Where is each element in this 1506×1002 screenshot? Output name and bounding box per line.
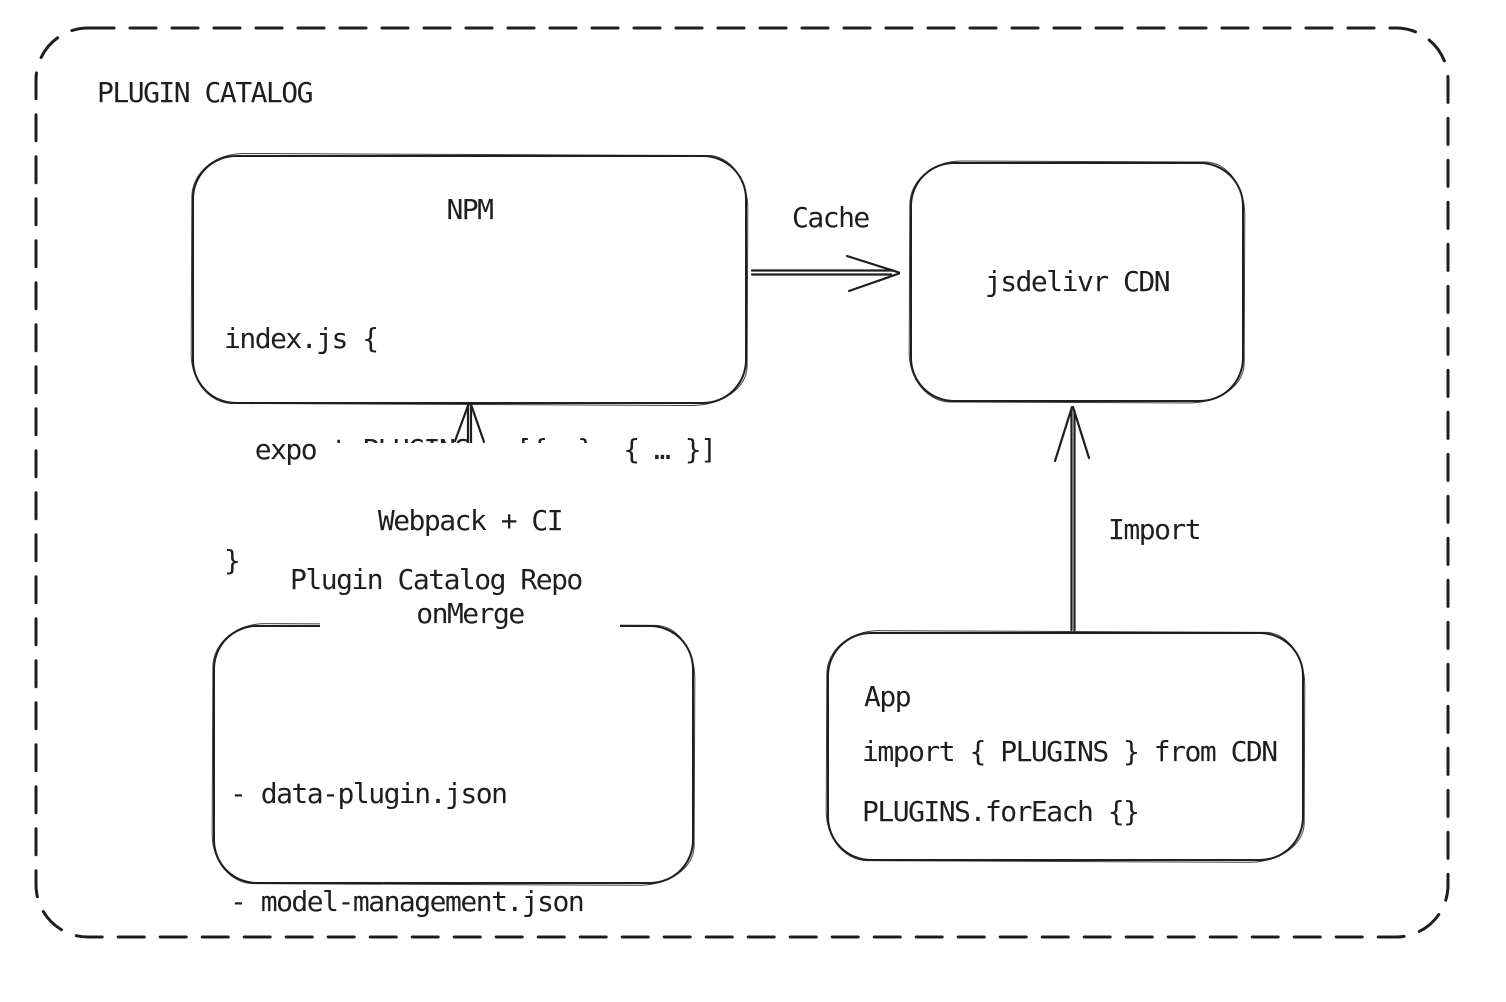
diagram-title: PLUGIN CATALOG xyxy=(97,76,314,109)
repo-node-label: Plugin Catalog Repo xyxy=(290,563,583,596)
import-arrow xyxy=(1053,405,1091,632)
npm-node-title: NPM xyxy=(446,193,494,226)
cache-edge-label: Cache xyxy=(792,201,870,234)
build-edge-label-line1: Webpack + CI xyxy=(377,504,564,537)
repo-file-item: - data-plugin.json xyxy=(230,777,508,810)
import-edge-label: Import xyxy=(1108,513,1202,546)
repo-file-list: - data-plugin.json - model-management.js… xyxy=(230,704,585,1002)
cache-arrow xyxy=(750,254,901,293)
npm-node: NPM index.js { export PLUGINS = [{..}, {… xyxy=(192,155,747,577)
build-edge-label-line2: onMerge xyxy=(416,597,525,630)
app-node: App import { PLUGINS } from CDN PLUGINS.… xyxy=(827,632,1304,861)
app-node-title: App xyxy=(864,680,912,713)
cdn-node-label: jsdelivr CDN xyxy=(984,265,1171,298)
app-code-line: import { PLUGINS } from CDN xyxy=(862,735,1278,768)
cdn-node: jsdelivr CDN xyxy=(910,162,1244,402)
npm-code-line: index.js { xyxy=(224,322,379,355)
repo-file-item: - model-management.json xyxy=(230,885,585,918)
app-code-line: PLUGINS.forEach {} xyxy=(862,795,1140,828)
repo-file-item: ... xyxy=(230,992,583,1002)
